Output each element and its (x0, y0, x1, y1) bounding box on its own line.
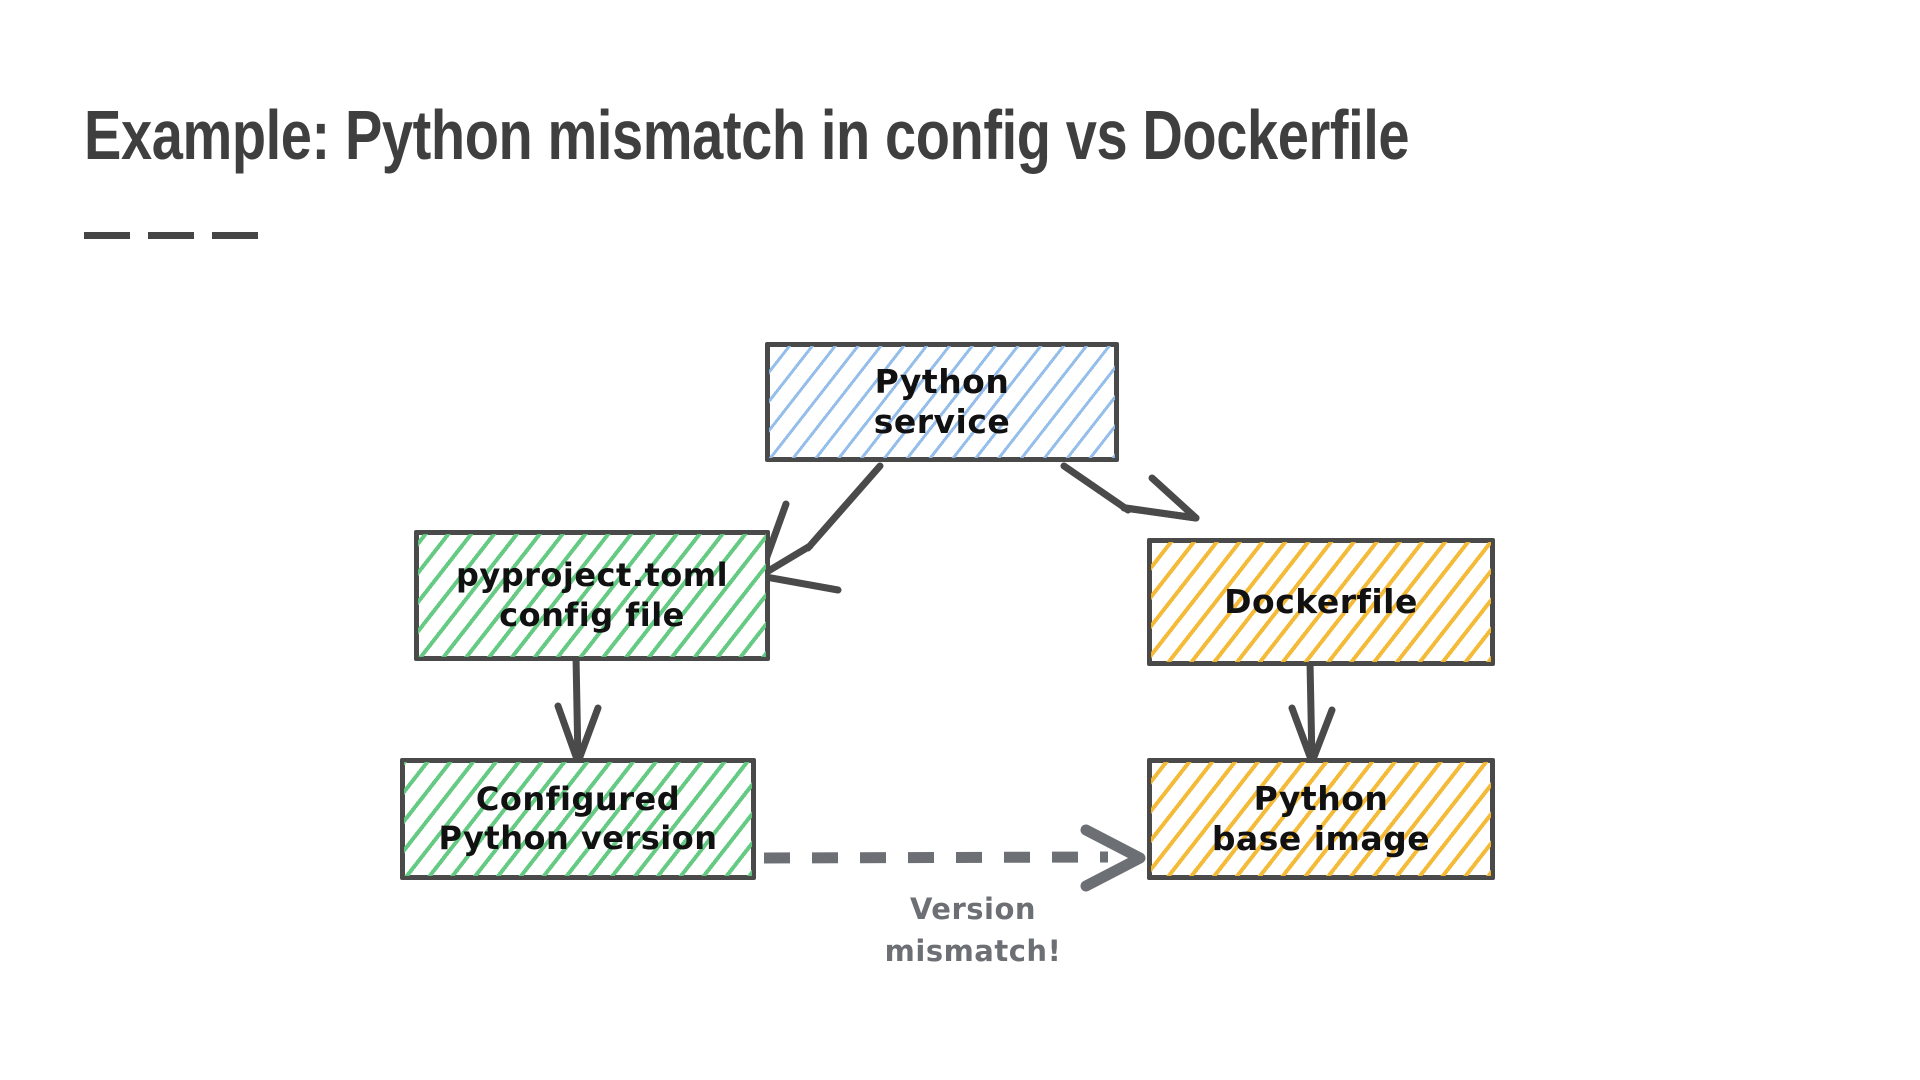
node-python-service[interactable]: Python service (765, 342, 1119, 462)
title-rule-dash (148, 232, 194, 239)
edge-pyproject-to-configured (554, 652, 602, 766)
node-dockerfile-label: Dockerfile (1224, 581, 1418, 621)
node-configured-python-version-label: Configured Python version (438, 779, 718, 857)
title-rule-dash (84, 232, 130, 239)
edge-service-to-dockerfile (1060, 462, 1200, 522)
node-pyproject-toml[interactable]: pyproject.toml config file (414, 530, 770, 661)
edge-dockerfile-to-base-image (1288, 658, 1336, 766)
title-rule-dash (212, 232, 258, 239)
version-mismatch-label: Version mismatch! (884, 892, 1062, 969)
node-dockerfile[interactable]: Dockerfile (1147, 538, 1495, 666)
edge-version-mismatch (763, 824, 1146, 892)
node-pyproject-toml-label: pyproject.toml config file (455, 556, 729, 634)
title-block: Example: Python mismatch in config vs Do… (84, 96, 1684, 239)
page-title: Example: Python mismatch in config vs Do… (84, 96, 1410, 174)
node-python-base-image-label: Python base image (1211, 778, 1431, 858)
edge-service-to-pyproject (756, 462, 884, 594)
node-python-base-image[interactable]: Python base image (1147, 758, 1495, 880)
node-configured-python-version[interactable]: Configured Python version (400, 758, 756, 880)
title-rule (84, 232, 258, 239)
node-python-service-label: Python service (873, 361, 1011, 441)
